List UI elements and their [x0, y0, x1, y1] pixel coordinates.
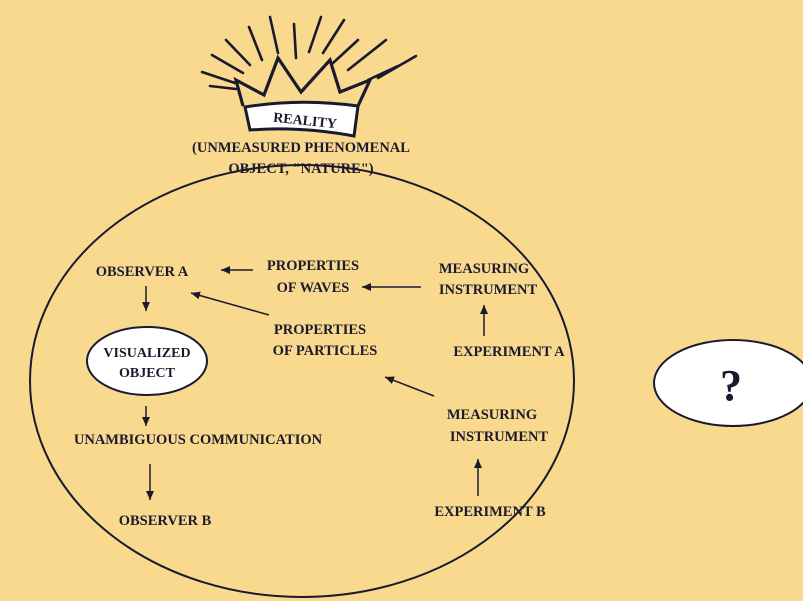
visualized-object-bubble [86, 326, 208, 396]
ray [208, 84, 238, 91]
visualized-object-line1: VISUALIZED [103, 346, 190, 361]
measured-world-ellipse [29, 164, 575, 598]
measuring-instrument-a-line2: INSTRUMENT [439, 282, 538, 298]
ray [321, 18, 346, 55]
crown-icon [233, 54, 374, 107]
properties-of-particles-line2: OF PARTICLES [273, 343, 378, 359]
arrows [142, 266, 488, 500]
measuring-instrument-b-line2: INSTRUMENT [450, 429, 549, 445]
reality-label: REALITY [272, 111, 337, 133]
reality-caption-line1: (UNMEASURED PHENOMENAL [192, 140, 410, 156]
observer-a: OBSERVER A [96, 264, 189, 280]
ray [268, 15, 280, 55]
properties-of-waves-line1: PROPERTIES [267, 258, 359, 274]
properties-of-waves-line2: OF WAVES [277, 280, 350, 296]
reality-banner [243, 100, 360, 138]
ray [376, 54, 418, 80]
observer-b: OBSERVER B [119, 513, 212, 529]
arrow-instrument-b-to-particles [384, 376, 435, 397]
ray [247, 25, 264, 62]
experiment-a: EXPERIMENT A [453, 344, 565, 360]
ray [210, 53, 245, 75]
arrow-particles-to-observer-a [190, 291, 270, 316]
measuring-instrument-b-line1: MEASURING [447, 407, 537, 423]
question-mark: ? [720, 361, 742, 410]
experiment-b: EXPERIMENT B [434, 504, 546, 520]
question-bubble [653, 339, 803, 427]
unambiguous-communication: UNAMBIGUOUS COMMUNICATION [74, 432, 323, 448]
properties-of-particles-line1: PROPERTIES [274, 322, 366, 338]
reality-caption-line2: OBJECT, "NATURE") [228, 161, 373, 177]
measuring-instrument-a-line1: MEASURING [439, 261, 529, 277]
ray [292, 22, 298, 60]
ray [224, 38, 252, 67]
ray [200, 70, 237, 85]
ray [346, 38, 388, 72]
visualized-object-line2: OBJECT [119, 366, 176, 381]
ray [331, 38, 360, 65]
ray [307, 15, 323, 54]
reality-burst [200, 15, 418, 91]
